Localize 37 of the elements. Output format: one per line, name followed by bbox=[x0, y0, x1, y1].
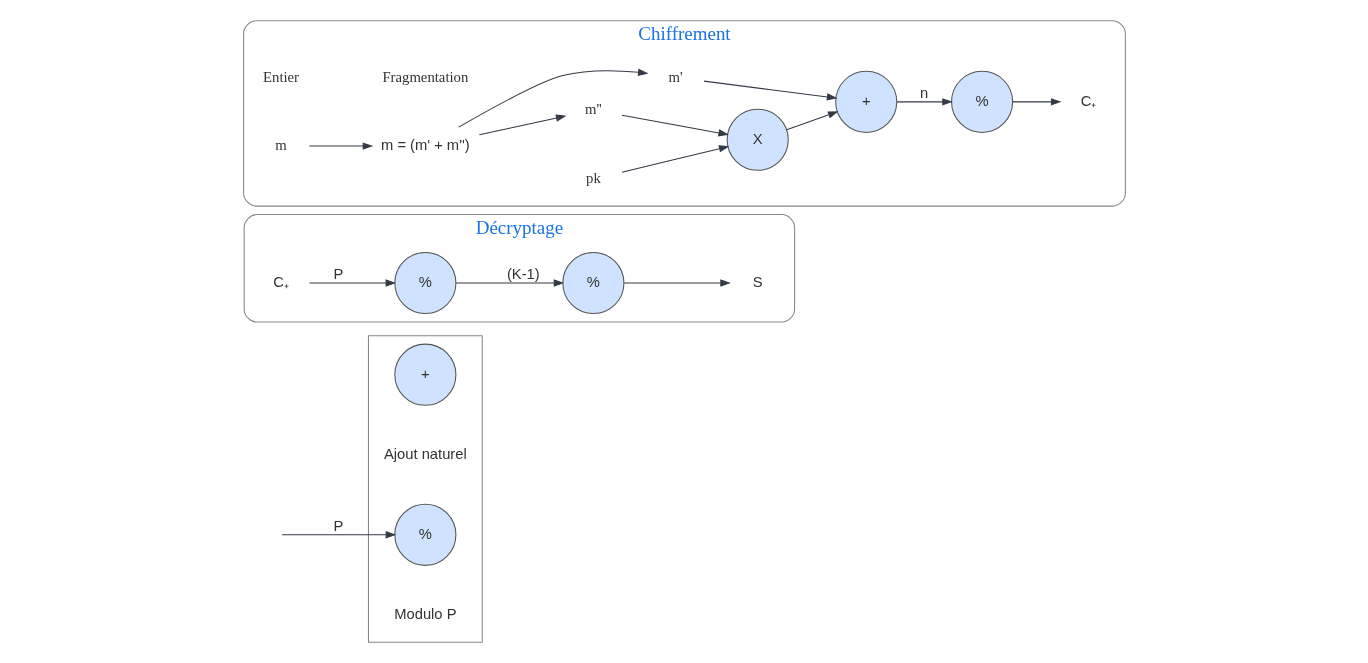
cluster bbox=[367, 335, 483, 643]
label: Entier bbox=[262, 68, 299, 85]
arrow bbox=[455, 279, 564, 287]
arrow bbox=[620, 145, 729, 173]
node-text: C₊ bbox=[272, 273, 289, 290]
node-text: S bbox=[752, 273, 763, 290]
node-text: m' bbox=[667, 68, 683, 85]
node-circle: + bbox=[393, 343, 456, 406]
node-circle: % bbox=[393, 503, 456, 566]
node-circle: + bbox=[834, 70, 897, 133]
arrow bbox=[785, 111, 839, 131]
edge-label: n bbox=[919, 84, 928, 101]
node-label: Ajout naturel bbox=[383, 445, 467, 462]
node-circle: % bbox=[561, 251, 624, 315]
arrow bbox=[703, 80, 837, 101]
node-text: m = (m' + m'') bbox=[380, 136, 470, 153]
label: Fragmentation bbox=[381, 68, 468, 85]
node-text: pk bbox=[585, 169, 601, 186]
node-text: m bbox=[274, 136, 287, 153]
node-text: m'' bbox=[584, 101, 602, 118]
node-circle: % bbox=[950, 70, 1013, 133]
arrow bbox=[457, 68, 649, 128]
edge-label: (K-1) bbox=[506, 266, 540, 283]
edge-label: P bbox=[333, 517, 343, 534]
arrow bbox=[308, 279, 396, 287]
node-label: Modulo P bbox=[393, 605, 456, 622]
arrow bbox=[620, 114, 729, 137]
arrow bbox=[1011, 98, 1061, 106]
node-text: C₊ bbox=[1080, 92, 1096, 109]
arrow bbox=[308, 142, 373, 150]
node-circle: X bbox=[726, 108, 789, 171]
node-circle: % bbox=[393, 251, 456, 315]
arrow bbox=[281, 531, 396, 539]
edge-label: P bbox=[333, 266, 343, 283]
arrow bbox=[895, 98, 953, 106]
arrow bbox=[623, 279, 731, 287]
arrow bbox=[478, 114, 566, 136]
